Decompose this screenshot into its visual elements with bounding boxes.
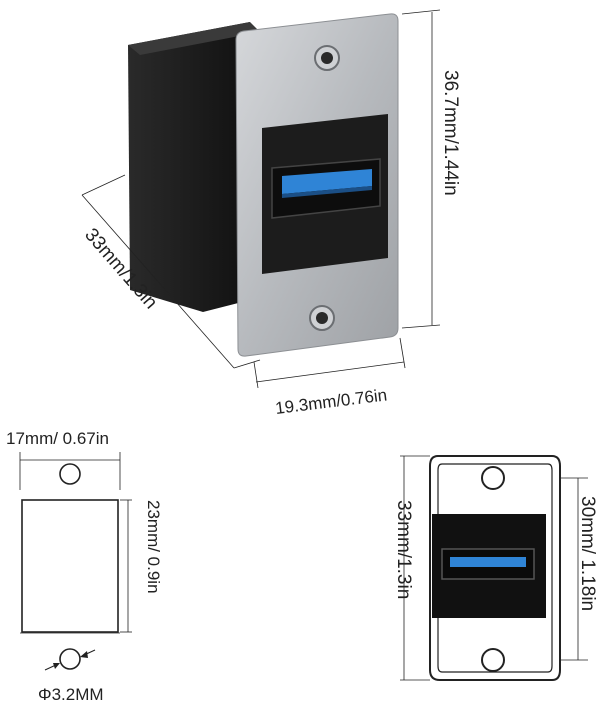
width-top-label: 19.3mm/0.76in: [274, 385, 388, 418]
height-top-label: 36.7mm/1.44in: [440, 70, 461, 196]
front-hole-bottom: [481, 648, 505, 672]
product-render: [128, 13, 399, 357]
height-front-label: 33mm/1.3in: [393, 500, 414, 599]
rear-housing-top: [128, 22, 260, 55]
side-body: [21, 499, 119, 633]
side-hole-bottom: [59, 648, 81, 670]
usb-blue-tongue: [282, 169, 372, 194]
hole-spacing-front-label: 30mm/ 1.18in: [577, 496, 598, 611]
rear-housing: [128, 22, 250, 312]
width-side-label: 17mm/ 0.67in: [6, 429, 109, 448]
height-side-label: 23mm/ 0.9in: [144, 500, 163, 594]
front-hole-top: [481, 466, 505, 490]
front-usb-tongue: [450, 557, 526, 567]
front-view: 33mm/1.3in 30mm/ 1.18in: [393, 455, 598, 681]
side-hole-top: [59, 463, 81, 485]
side-view: 17mm/ 0.67in 23mm/ 0.9in Φ3.2MM: [6, 429, 163, 704]
hole-diameter-label: Φ3.2MM: [38, 685, 104, 704]
dimension-height-top: 36.7mm/1.44in: [401, 9, 461, 329]
